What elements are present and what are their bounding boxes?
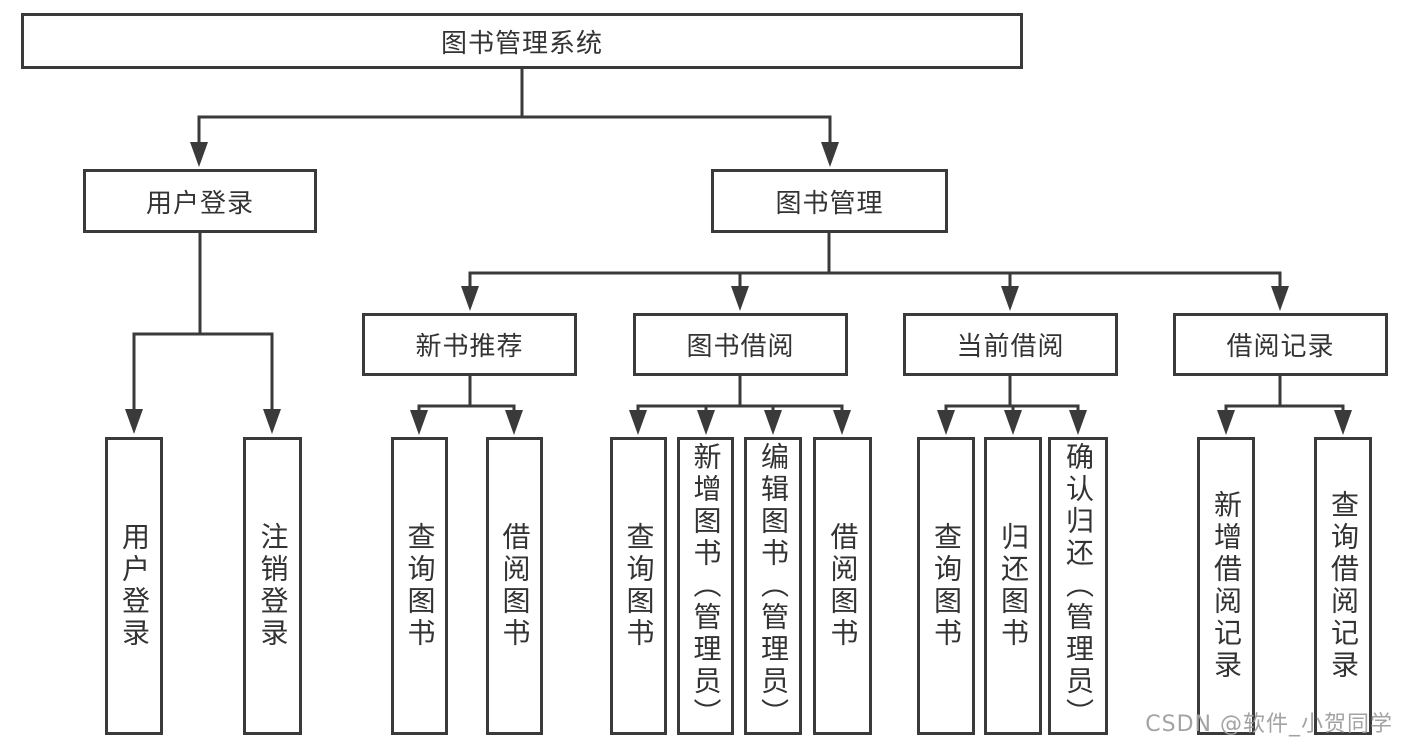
leaf-query-books-under-current: 查询图书 [917,437,975,735]
arrowhead-icon [1217,410,1235,435]
arrowhead-icon [1271,286,1289,311]
watermark: CSDN @软件_小贺同学 [1145,712,1393,737]
leaf-query-books-label: 查询图书 [403,522,437,650]
leaf-add-book-admin: 新增图书（管理员） [677,437,734,735]
leaf-add-book-admin-label: 新增图书（管理员） [689,442,723,730]
arrowhead-icon [1069,410,1087,435]
leaf-query-books-label: 查询图书 [930,522,963,650]
leaf-edit-book-admin: 编辑图书（管理员） [744,437,802,735]
leaf-user-login: 用户登录 [105,437,163,735]
arrowhead-icon [937,410,955,435]
arrowhead-icon [629,410,647,435]
node-borrow-records: 借阅记录 [1173,313,1388,376]
node-new-book-recommend: 新书推荐 [362,313,577,376]
node-book-borrow: 图书借阅 [633,313,848,376]
arrowhead-icon [461,286,479,311]
leaf-confirm-return-admin-label: 确认归还（管理员） [1062,442,1095,730]
leaf-add-borrow-record: 新增借阅记录 [1197,437,1255,735]
arrowhead-icon [410,410,428,435]
node-new-book-recommend-label: 新书推荐 [415,332,524,362]
leaf-borrow-books-label: 借阅图书 [498,522,532,650]
leaf-borrow-books-under-borrow: 借阅图书 [813,437,872,735]
arrowhead-icon [1004,410,1022,435]
arrowhead-icon [190,142,208,167]
node-book-management-label: 图书管理 [775,188,884,219]
node-current-borrow: 当前借阅 [903,313,1118,376]
leaf-edit-book-admin-label: 编辑图书（管理员） [757,442,790,730]
arrowhead-icon [731,286,749,311]
node-user-login-label: 用户登录 [145,188,254,219]
arrowhead-icon [697,410,715,435]
node-book-borrow-label: 图书借阅 [686,332,795,362]
node-book-management: 图书管理 [711,169,948,233]
leaf-borrow-books-under-recommend: 借阅图书 [486,437,543,735]
leaf-confirm-return-admin: 确认归还（管理员） [1048,437,1108,735]
leaf-query-borrow-record: 查询借阅记录 [1314,437,1372,735]
leaf-query-books-under-borrow: 查询图书 [610,437,667,735]
leaf-query-books-under-recommend: 查询图书 [391,437,448,735]
arrowhead-icon [764,410,782,435]
node-current-borrow-label: 当前借阅 [956,332,1065,362]
leaf-query-borrow-record-label: 查询借阅记录 [1327,490,1360,682]
arrowhead-icon [505,410,523,435]
leaf-return-book: 归还图书 [984,437,1042,735]
node-root: 图书管理系统 [21,13,1023,69]
arrowhead-icon [1334,410,1352,435]
leaf-query-books-label: 查询图书 [622,522,656,650]
leaf-add-borrow-record-label: 新增借阅记录 [1210,490,1243,682]
leaf-logout-label: 注销登录 [256,522,290,650]
node-borrow-records-label: 借阅记录 [1226,332,1335,362]
arrowhead-icon [833,410,851,435]
arrowhead-icon [1001,286,1019,311]
leaf-user-login-label: 用户登录 [118,522,151,650]
arrowhead-icon [263,409,281,434]
node-user-login: 用户登录 [83,169,317,233]
leaf-return-book-label: 归还图书 [997,522,1030,650]
arrowhead-icon [821,142,839,167]
leaf-logout: 注销登录 [243,437,302,735]
leaf-borrow-books-label: 借阅图书 [826,522,860,650]
arrowhead-icon [125,409,143,434]
node-root-label: 图书管理系统 [440,28,603,59]
